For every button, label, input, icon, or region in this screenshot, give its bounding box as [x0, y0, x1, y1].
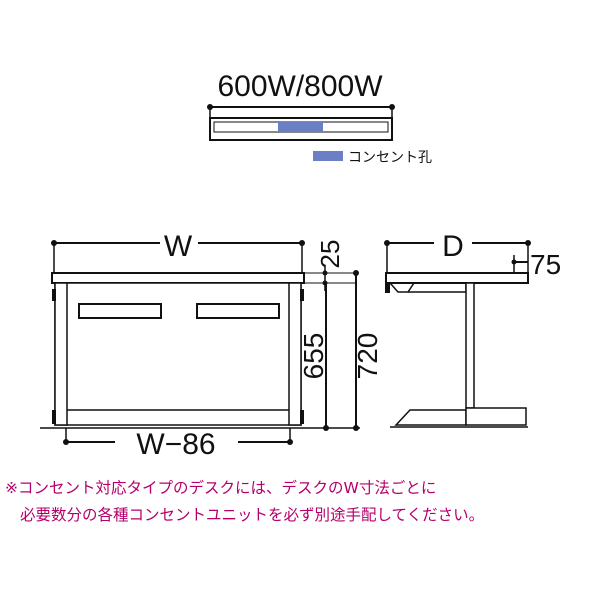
side-view: D 75	[384, 230, 561, 428]
front-width-label: W	[164, 230, 193, 263]
front-view: W W−86	[40, 230, 383, 461]
front-left-leg	[54, 282, 68, 426]
side-leg	[465, 282, 475, 409]
outlet-legend-label: コンセント孔	[348, 150, 432, 166]
front-right-slot	[196, 303, 280, 319]
side-front-bracket	[389, 282, 415, 293]
top-thickness-label: 25	[315, 240, 345, 269]
front-desk-top	[51, 272, 305, 284]
side-base-foot	[394, 409, 467, 426]
side-depth-label: D	[442, 230, 464, 263]
side-offset-label: 75	[530, 249, 561, 280]
note-line-2: 必要数分の各種コンセントユニットを必ず別途手配してください。	[20, 506, 485, 524]
total-height-label: 720	[352, 333, 383, 380]
outlet-hole	[278, 122, 323, 132]
top-view: 600W/800W コンセント孔	[207, 70, 432, 166]
front-bottom-width-label: W−86	[136, 428, 215, 461]
front-right-leg	[288, 282, 302, 426]
front-left-slot	[78, 303, 162, 319]
side-base-rear	[465, 407, 527, 426]
outlet-legend-swatch	[313, 151, 343, 161]
side-desk-top	[385, 272, 529, 284]
top-width-label: 600W/800W	[217, 70, 383, 103]
note-line-1: ※コンセント対応タイプのデスクには、デスクのW寸法ごとに	[5, 479, 437, 497]
inner-height-label: 655	[298, 333, 329, 380]
